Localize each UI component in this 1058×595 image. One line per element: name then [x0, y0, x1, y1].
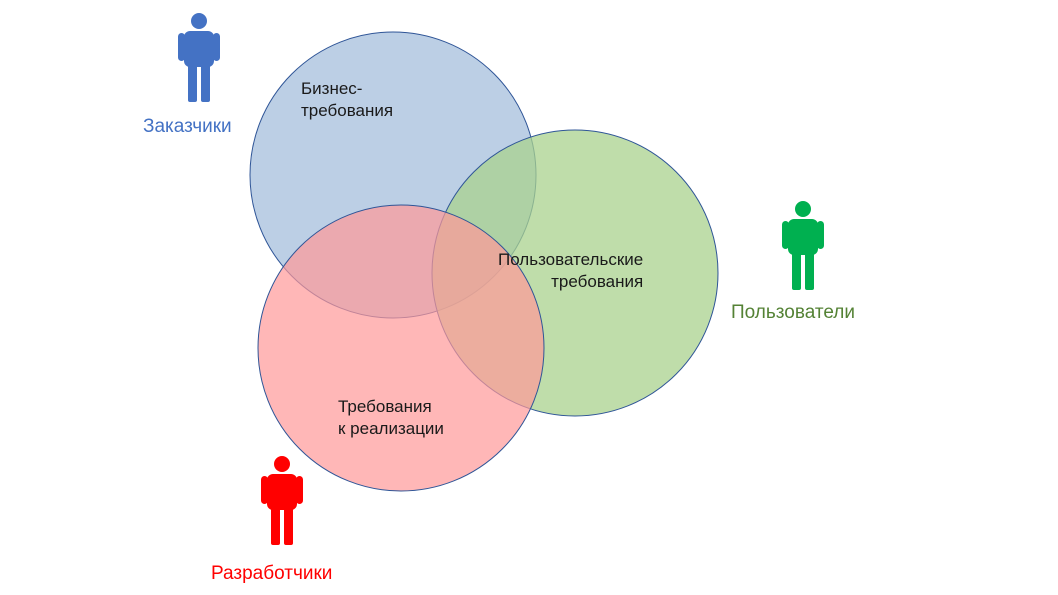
developers-label: Разработчики [211, 563, 333, 584]
customers-label: Заказчики [143, 116, 232, 137]
implementation-requirements-circle [257, 204, 545, 492]
user-requirements-label: Пользовательские требования [498, 250, 644, 291]
customer-person-icon [178, 13, 220, 102]
user-person-icon [782, 201, 824, 290]
implementation-requirements-label: Требования к реализации [338, 397, 444, 438]
developer-person-icon [261, 456, 303, 545]
business-requirements-label: Бизнес- требования [301, 79, 394, 120]
users-label: Пользователи [731, 302, 856, 323]
